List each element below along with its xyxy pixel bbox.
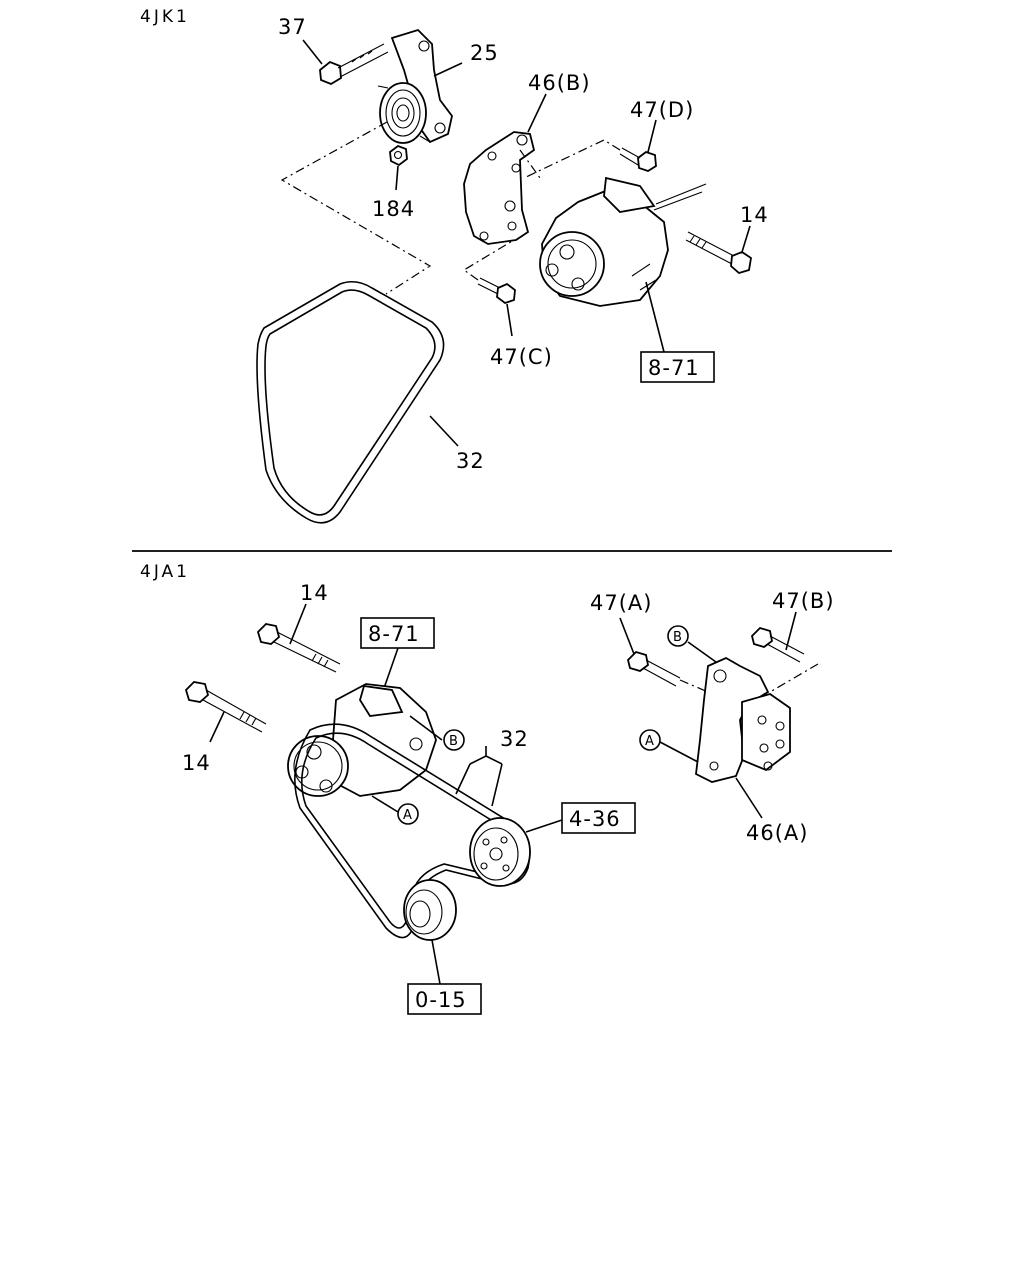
ref-0-15: 0-15	[415, 988, 467, 1012]
leader-47d	[647, 119, 657, 153]
guide-line-47c	[462, 239, 515, 281]
leader-47a	[619, 617, 635, 655]
bolt-47d-illustration	[619, 147, 657, 172]
ref-4-36: 4-36	[569, 807, 621, 831]
leader-14-top	[741, 225, 751, 253]
leader-32-bottom	[455, 746, 503, 807]
label-14-top: 14	[740, 203, 769, 227]
ref-box-0-15	[407, 983, 482, 1015]
ac-compressor-top-illustration	[539, 176, 707, 307]
guide-line-compressor	[519, 149, 541, 179]
leader-14-upper	[289, 603, 307, 645]
label-47b: 47(B)	[772, 589, 835, 613]
leader-47c	[506, 303, 513, 337]
drive-belt-32-bottom-illustration	[294, 723, 530, 939]
section-label-4jk1: 4JK1	[140, 7, 190, 27]
circle-a-bracket	[639, 729, 661, 751]
circle-b-compressor-text: B	[449, 734, 458, 749]
idler-bracket-25-illustration	[377, 28, 453, 144]
drive-belt-32-top-illustration	[256, 280, 445, 524]
circle-b-bracket	[667, 625, 689, 647]
bracket-46b-illustration	[463, 131, 536, 245]
label-47d: 47(D)	[630, 98, 694, 122]
leader-37	[302, 39, 323, 65]
leader-47b	[785, 611, 797, 651]
ac-compressor-bottom-illustration	[287, 683, 437, 797]
circle-a-compressor-text: A	[403, 808, 412, 823]
guide-line-pulley-belt	[280, 121, 432, 295]
crank-pulley-illustration	[403, 879, 457, 941]
leader-46b	[527, 93, 547, 133]
leader-871-top	[645, 281, 665, 353]
leader-436	[525, 819, 563, 833]
leader-25	[433, 62, 463, 77]
label-14-lower: 14	[182, 751, 211, 775]
leader-circle-b-bracket	[687, 641, 717, 663]
fan-pulley-illustration	[469, 817, 531, 887]
bolt-47b-illustration	[751, 626, 805, 663]
bracket-46a-illustration	[695, 656, 791, 783]
guide-line-47a	[679, 679, 709, 693]
bolt-47c-illustration	[477, 277, 516, 305]
leader-14-lower	[209, 711, 225, 743]
leader-circle-b-compressor	[409, 715, 443, 741]
bolt-14-upper-illustration	[256, 623, 341, 673]
label-32-bottom: 32	[500, 727, 529, 751]
section-label-4ja1: 4JA1	[140, 562, 190, 582]
circle-a-compressor	[397, 803, 419, 825]
leader-circle-a-bracket	[659, 741, 699, 763]
ref-box-8-71-top	[640, 351, 715, 383]
label-47a: 47(A)	[590, 591, 652, 615]
leader-015	[431, 939, 441, 985]
label-25: 25	[470, 41, 499, 65]
bolt-14-lower-illustration	[184, 681, 267, 733]
leader-46a	[735, 777, 763, 819]
guide-line-47b	[769, 663, 819, 693]
leader-184	[395, 165, 399, 191]
circle-a-bracket-text: A	[645, 734, 654, 749]
circle-b-bracket-text: B	[673, 630, 682, 645]
ref-box-4-36	[561, 802, 636, 834]
label-46b: 46(B)	[528, 71, 591, 95]
label-46a: 46(A)	[746, 821, 808, 845]
label-32-top: 32	[456, 449, 485, 473]
leader-32-top	[429, 415, 459, 447]
label-14-upper: 14	[300, 581, 329, 605]
bolt-47a-illustration	[627, 650, 681, 687]
circle-b-compressor	[443, 729, 465, 751]
bolt-14-top-illustration	[685, 231, 752, 275]
label-37: 37	[278, 15, 307, 39]
ref-8-71-top: 8-71	[648, 356, 700, 380]
nut-184-illustration	[389, 144, 408, 167]
label-184: 184	[372, 197, 415, 221]
ref-box-8-71-bottom	[360, 617, 435, 649]
leader-circle-a-compressor	[371, 795, 399, 813]
bolt-37-illustration	[319, 43, 389, 86]
label-47c: 47(C)	[490, 345, 553, 369]
ref-8-71-bottom: 8-71	[368, 622, 420, 646]
guide-line-47d	[523, 139, 621, 179]
